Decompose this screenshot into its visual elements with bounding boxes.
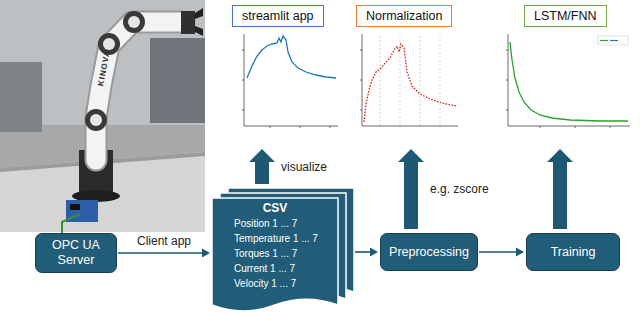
- field-group: Temperature 1 ... 7: [212, 231, 338, 246]
- robot-arm: [96, 22, 184, 160]
- arrowhead: [202, 249, 210, 258]
- connector: [118, 249, 210, 258]
- arm-joint-cap: [103, 38, 115, 50]
- legend-frame: [598, 36, 628, 45]
- chart-panel: Normalization: [346, 5, 462, 145]
- panel-title: LSTM/FNN: [524, 5, 607, 27]
- product-marking: KINOVA: [96, 49, 112, 87]
- connector-line: [355, 251, 370, 253]
- connector: [479, 248, 524, 257]
- field-group: Torques 1 ... 7: [212, 246, 338, 261]
- photo-ground: [0, 0, 205, 232]
- connector: [547, 149, 573, 229]
- panel-title: streamlit app: [232, 5, 324, 27]
- legend-line: [610, 40, 618, 41]
- arm-shadow: [96, 22, 184, 160]
- axis-ticks: [360, 50, 362, 110]
- block-arrow: [249, 149, 275, 184]
- legend-line: [600, 40, 608, 41]
- axis-ticks: [242, 50, 330, 128]
- normalized-curve: [364, 44, 456, 122]
- lab-cabinet: [0, 62, 42, 132]
- box-label: Training: [551, 245, 596, 260]
- arm-joint-cap: [90, 114, 102, 126]
- loss-curve: [510, 42, 628, 121]
- arm-joint: [85, 109, 107, 131]
- document-sheet: [212, 198, 338, 311]
- box-text: Preprocessing: [389, 245, 469, 260]
- field-group: Current 1 ... 7: [212, 261, 338, 276]
- lab-machine: [150, 38, 205, 123]
- streamlit-curve: [247, 36, 336, 78]
- block-arrow: [547, 149, 573, 229]
- connector-label: visualize: [279, 160, 329, 174]
- robot-photo: [0, 0, 205, 232]
- chart-axes: [244, 34, 338, 126]
- process-box: Training: [526, 233, 620, 271]
- box-text: OPC UA Server: [42, 238, 110, 268]
- gripper-body: [181, 11, 195, 34]
- connector: [249, 149, 275, 184]
- process-box: Preprocessing: [380, 233, 478, 271]
- connector: [398, 149, 424, 229]
- controller-port: [70, 204, 80, 210]
- box-text: Training: [551, 245, 596, 260]
- connector: [355, 248, 378, 257]
- csv-document-stack: CSVPosition 1 ... 7Temperature 1 ... 7To…: [212, 188, 354, 314]
- arrowhead: [516, 248, 524, 257]
- gripper-finger: [195, 26, 203, 36]
- box-label: OPC UA Server: [42, 238, 110, 268]
- arrowhead: [370, 248, 378, 257]
- document-text: CSVPosition 1 ... 7Temperature 1 ... 7To…: [212, 201, 338, 291]
- chart-axes: [362, 34, 458, 126]
- gripper-finger: [195, 8, 203, 19]
- network-cable: [62, 214, 80, 233]
- connector-label: e.g. zscore: [428, 182, 491, 196]
- process-box: OPC UA Server: [35, 233, 117, 273]
- field-group: Position 1 ... 7: [212, 216, 338, 231]
- axis-ticks: [506, 50, 610, 128]
- connector-line: [118, 252, 202, 254]
- connector-label: Client app: [135, 234, 193, 248]
- box-label: Preprocessing: [389, 245, 469, 260]
- document-heading: CSV: [212, 201, 338, 216]
- block-arrow: [398, 149, 424, 229]
- arm-joint: [123, 11, 145, 33]
- chart-panel: LSTM/FNN: [492, 5, 634, 145]
- connector-line: [479, 251, 516, 253]
- arm-joint-cap: [128, 16, 140, 28]
- chart-panel: streamlit app: [228, 5, 342, 145]
- field-group: Velocity 1 ... 7: [212, 276, 338, 291]
- chart-axes: [508, 34, 630, 126]
- panel-title: Normalization: [356, 5, 452, 27]
